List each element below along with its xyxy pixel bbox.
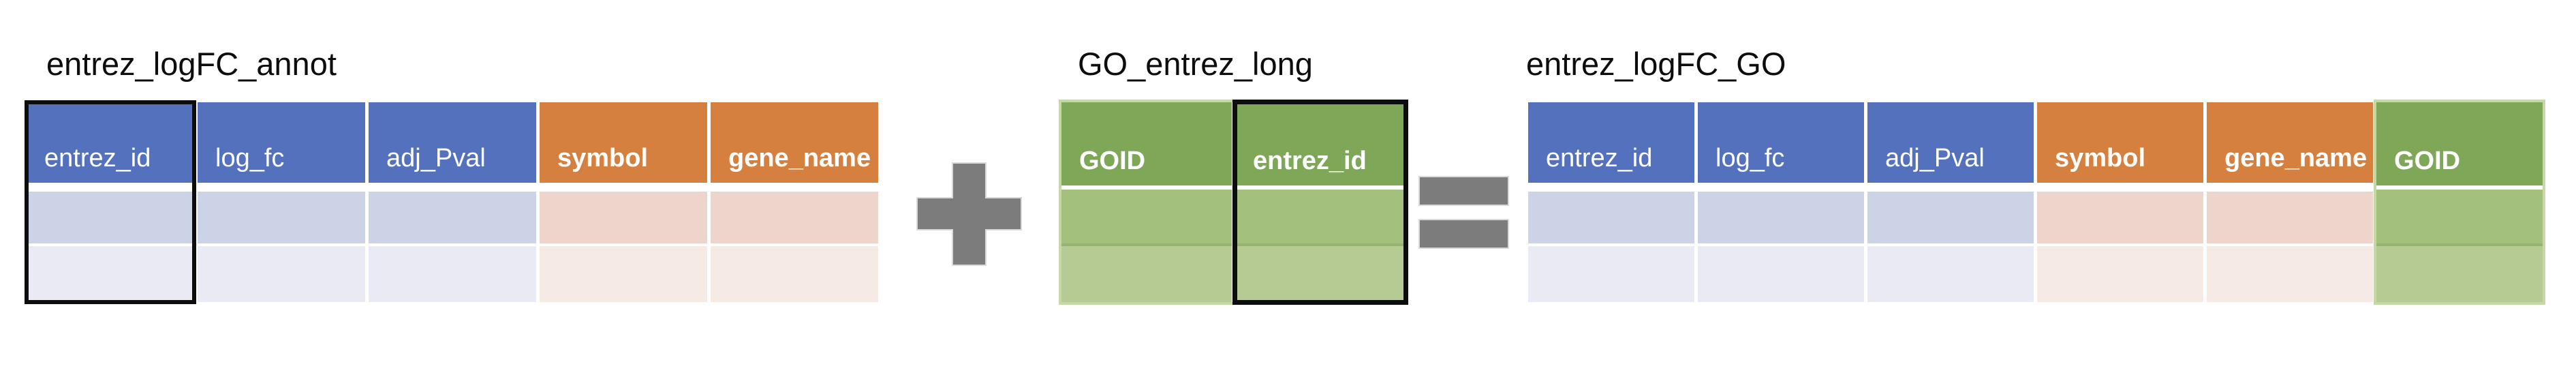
table-title-go-entrez-long: GO_entrez_long	[1078, 46, 1313, 82]
data-cell	[2037, 246, 2203, 302]
data-cell	[1061, 246, 1232, 302]
column-header-cell: symbol	[2037, 102, 2203, 183]
data-cell	[1235, 246, 1406, 302]
data-cell	[711, 192, 878, 243]
row-separator	[27, 183, 194, 192]
data-cell	[1528, 246, 1694, 302]
column-header-cell: GOID	[2376, 102, 2543, 185]
table-column-GOID: GOID	[1061, 102, 1232, 302]
table-entrez-logfc-annot: entrez_id log_fc adj_Pval symbol gene_name	[25, 100, 878, 304]
data-cell	[1528, 192, 1694, 243]
row-separator	[1235, 243, 1406, 246]
table-column-GOID: GOID	[2374, 100, 2545, 305]
column-header-label: gene_name	[2224, 144, 2368, 173]
data-cell	[1698, 246, 1864, 302]
table-column-entrez_id: entrez_id	[1528, 102, 1694, 302]
table-column-adj_Pval: adj_Pval	[369, 102, 536, 302]
row-separator	[711, 183, 878, 192]
column-header-cell: gene_name	[711, 102, 878, 183]
row-separator	[540, 183, 707, 192]
data-cell	[1867, 192, 2034, 243]
table-column-adj_Pval: adj_Pval	[1867, 102, 2034, 302]
data-cell	[540, 192, 707, 243]
table-entrez-logfc-go: entrez_id log_fc adj_Pval symbol gene_name GO…	[1528, 100, 2545, 305]
table-column-entrez_id: entrez_id	[25, 100, 196, 304]
data-cell	[2207, 246, 2373, 302]
column-header-cell: log_fc	[198, 102, 365, 183]
column-header-label: adj_Pval	[386, 144, 486, 173]
table-column-log_fc: log_fc	[1698, 102, 1864, 302]
column-header-label: adj_Pval	[1885, 144, 1985, 173]
column-header-label: gene_name	[728, 144, 871, 173]
column-header-cell: entrez_id	[27, 102, 194, 183]
column-header-label: entrez_id	[1546, 144, 1653, 173]
table-column-log_fc: log_fc	[198, 102, 365, 302]
data-cell	[2376, 246, 2543, 302]
data-cell	[1235, 190, 1406, 243]
table-title-entrez-logfc-annot: entrez_logFC_annot	[46, 46, 337, 82]
data-cell	[27, 192, 194, 243]
column-header-label: log_fc	[1716, 144, 1785, 173]
row-separator	[1698, 183, 1864, 192]
column-header-label: entrez_id	[44, 144, 151, 173]
column-header-cell: symbol	[540, 102, 707, 183]
column-header-cell: gene_name	[2207, 102, 2373, 183]
column-header-label: entrez_id	[1253, 147, 1367, 175]
data-cell	[1061, 190, 1232, 243]
plus-icon	[916, 162, 1022, 266]
table-title-entrez-logfc-go: entrez_logFC_GO	[1526, 46, 1786, 82]
data-cell	[1867, 246, 2034, 302]
row-separator	[2376, 243, 2543, 246]
data-cell	[369, 246, 536, 302]
data-cell	[2037, 192, 2203, 243]
column-header-label: GOID	[2394, 147, 2461, 175]
row-separator	[369, 183, 536, 192]
data-cell	[369, 192, 536, 243]
data-cell	[540, 246, 707, 302]
row-separator	[2037, 183, 2203, 192]
data-cell	[198, 246, 365, 302]
column-header-label: symbol	[2055, 144, 2146, 173]
table-go-entrez-long: GOID entrez_id	[1059, 100, 1408, 305]
column-header-cell: GOID	[1061, 102, 1232, 185]
row-separator	[1867, 183, 2034, 192]
data-cell	[2376, 190, 2543, 243]
data-cell	[198, 192, 365, 243]
column-header-cell: log_fc	[1698, 102, 1864, 183]
row-separator	[1528, 183, 1694, 192]
row-separator	[198, 183, 365, 192]
table-column-symbol: symbol	[540, 102, 707, 302]
table-column-gene_name: gene_name	[2207, 102, 2373, 302]
data-cell	[27, 246, 194, 302]
column-header-label: log_fc	[215, 144, 285, 173]
row-separator	[2207, 183, 2373, 192]
data-cell	[1698, 192, 1864, 243]
data-cell	[711, 246, 878, 302]
data-cell	[2207, 192, 2373, 243]
row-separator	[1061, 243, 1232, 246]
equals-icon	[1418, 176, 1509, 249]
column-header-cell: entrez_id	[1528, 102, 1694, 183]
column-header-cell: entrez_id	[1235, 102, 1406, 185]
column-header-label: GOID	[1079, 147, 1146, 175]
table-column-gene_name: gene_name	[711, 102, 878, 302]
column-header-cell: adj_Pval	[369, 102, 536, 183]
column-header-label: symbol	[557, 144, 649, 173]
table-column-symbol: symbol	[2037, 102, 2203, 302]
column-header-cell: adj_Pval	[1867, 102, 2034, 183]
table-column-entrez_id: entrez_id	[1232, 100, 1408, 305]
